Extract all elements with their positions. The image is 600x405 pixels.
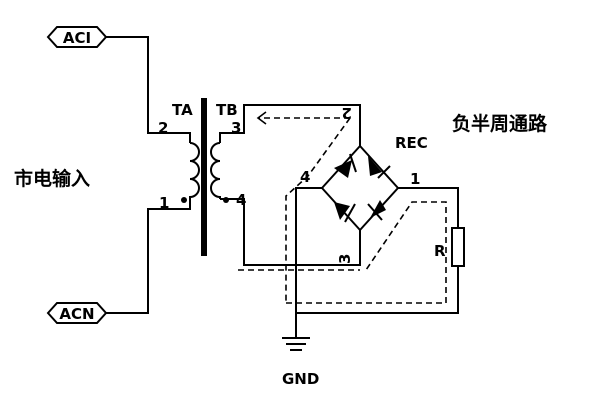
tb-label: TB <box>216 101 238 119</box>
tb-pin4: 4 <box>236 191 246 209</box>
r-return-wire <box>296 266 459 314</box>
dash-left <box>285 117 351 303</box>
diode-upper-left <box>334 160 352 178</box>
diode-lower-left <box>334 202 350 220</box>
transformer-core <box>201 98 207 256</box>
diode-lower-right <box>370 200 386 218</box>
aci-label: ACI <box>63 29 91 47</box>
dash-right <box>286 201 447 304</box>
tb-coil <box>210 142 221 199</box>
resistor-r <box>451 227 465 267</box>
r-label: R <box>434 242 446 260</box>
acn-terminal: ACN <box>46 302 108 324</box>
dash-arrowhead <box>256 111 267 125</box>
tb-top-wire <box>219 104 361 146</box>
acn-label: ACN <box>59 305 94 323</box>
rec-pin2: 2 <box>342 104 352 122</box>
bridge-rectifier <box>321 145 399 231</box>
gnd-label: GND <box>282 370 319 388</box>
rec-pin1: 1 <box>410 170 420 188</box>
rec-neg-wire <box>295 187 322 313</box>
tb-pin3: 3 <box>231 119 241 137</box>
negative-half-cycle-path <box>238 111 447 304</box>
rec-label: REC <box>395 134 428 152</box>
mains-input-label: 市电输入 <box>14 167 90 190</box>
aci-wire <box>106 36 191 143</box>
rec-out-wire <box>398 187 459 228</box>
rec-pin4: 4 <box>300 168 310 186</box>
ta-pin1: 1 <box>159 194 169 212</box>
ground-symbol <box>282 337 310 351</box>
tb-bottom-wire <box>220 198 361 266</box>
ta-coil <box>189 142 200 199</box>
negative-path-label: 负半周通路 <box>452 112 548 135</box>
diode-upper-right <box>368 156 382 176</box>
ta-pin2: 2 <box>158 119 168 137</box>
rec-pin3: 3 <box>336 254 354 264</box>
aci-terminal: ACI <box>46 26 108 48</box>
acn-wire <box>106 199 191 314</box>
ta-label: TA <box>172 101 193 119</box>
ta-polarity-dot <box>181 197 187 203</box>
